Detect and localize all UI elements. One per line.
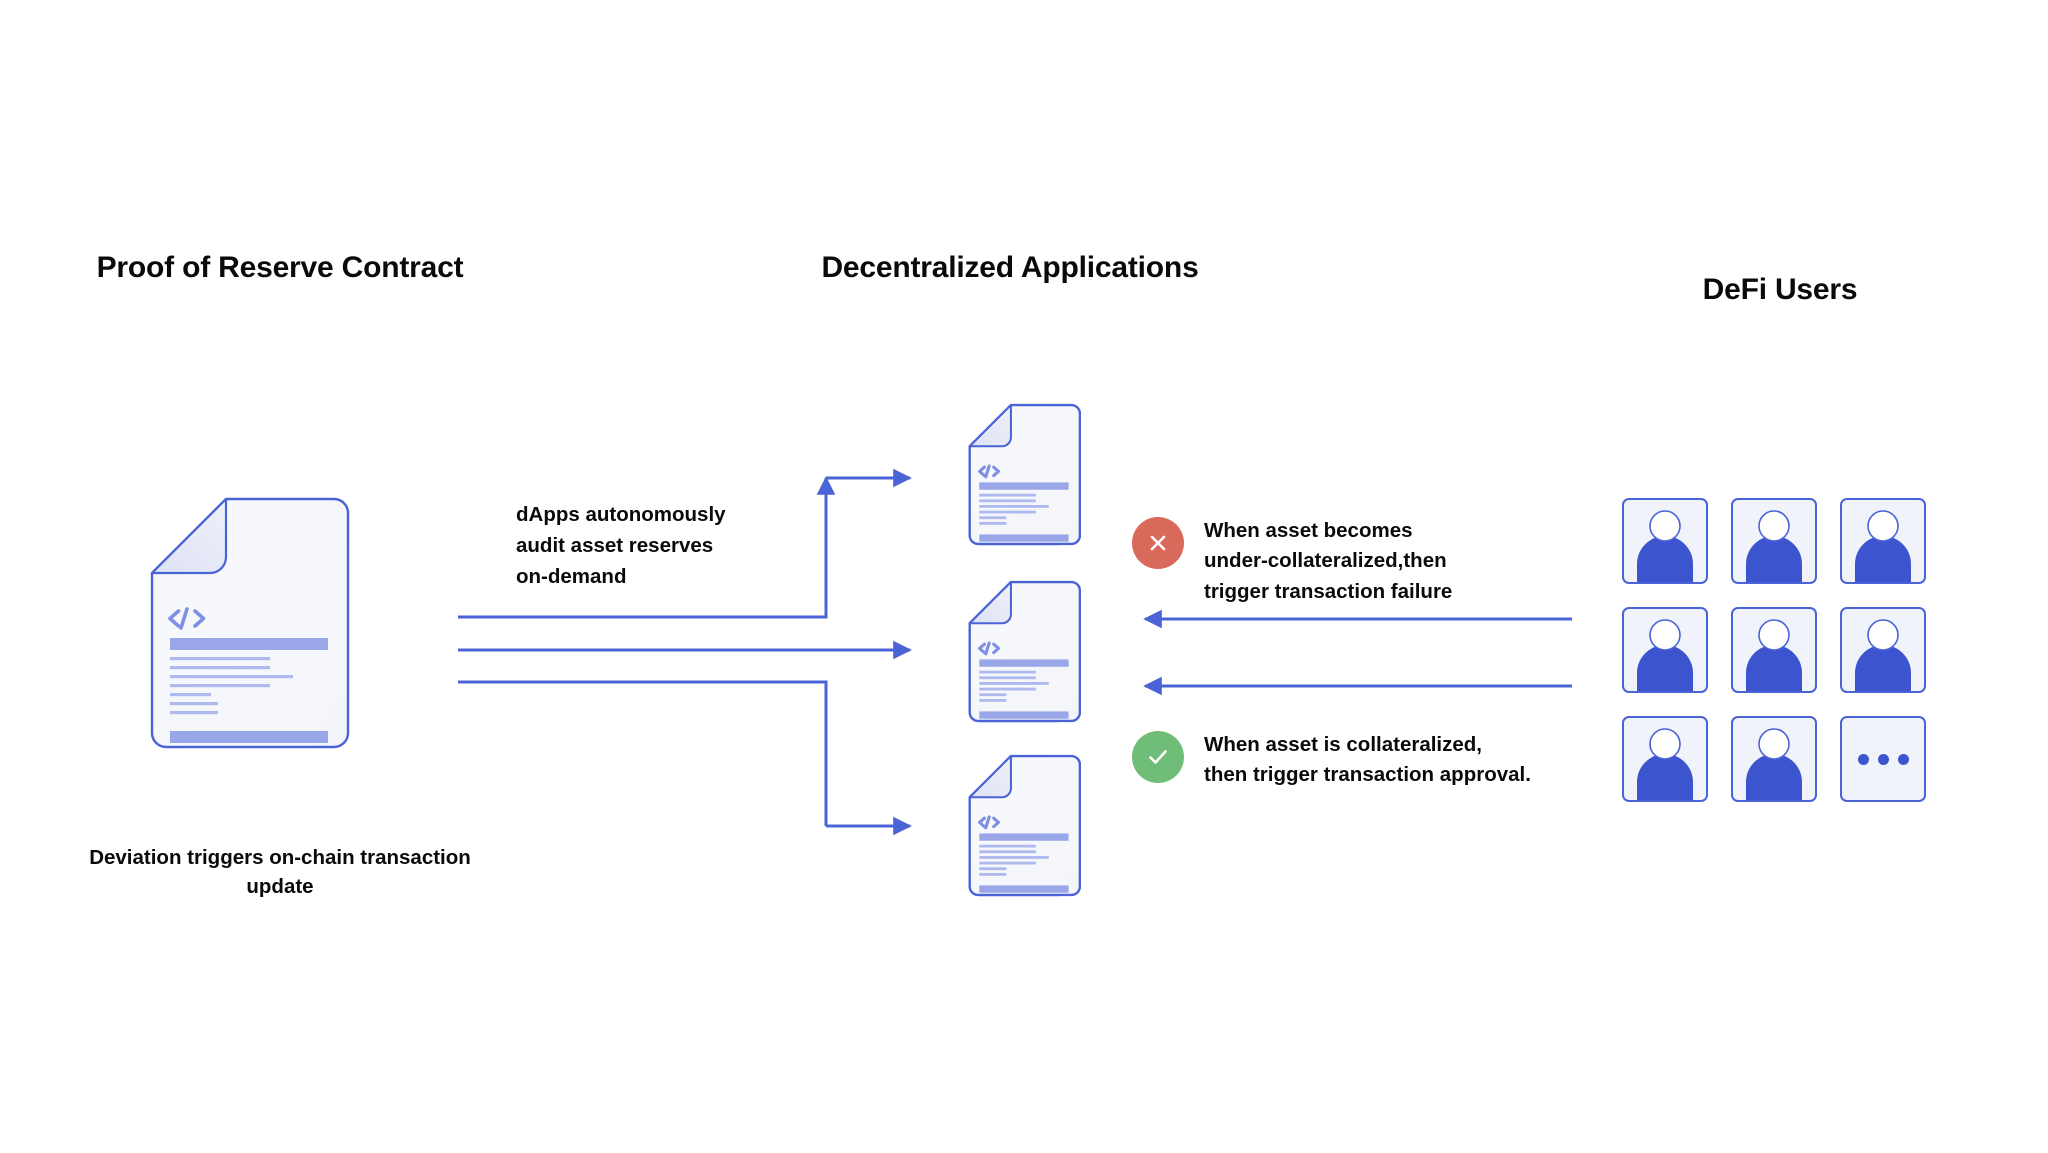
ellipsis-dot	[1897, 753, 1909, 765]
proof-of-reserve-caption: Deviation triggers on-chain transaction …	[89, 846, 471, 899]
page-title-decentralized-applications: Decentralized Applications	[821, 251, 1199, 284]
proof-of-reserve-document-icon	[150, 497, 350, 749]
defi-user-avatar	[1622, 716, 1708, 802]
defi-user-avatar	[1731, 716, 1817, 802]
flow-label-dapps-audit: dApps autonomously audit asset reserves …	[516, 503, 726, 588]
status-text-approval: When asset is collateralized, then trigg…	[1204, 733, 1531, 787]
ellipsis-dot	[1877, 753, 1889, 765]
page-title-defi-users: DeFi Users	[1702, 273, 1858, 306]
defi-user-avatar	[1840, 607, 1926, 693]
status-row-approval: When asset is collateralized, then trigg…	[1132, 728, 1531, 791]
defi-users-more-tile[interactable]	[1840, 716, 1926, 802]
page-title-proof-of-reserve: Proof of Reserve Contract	[96, 251, 464, 284]
defi-user-avatar	[1731, 607, 1817, 693]
defi-user-avatar	[1840, 498, 1926, 584]
dapp-document-icon-1	[968, 403, 1081, 546]
defi-user-avatar	[1622, 607, 1708, 693]
dapp-document-icon-2	[968, 580, 1081, 723]
arrow-por-to-dapp-3	[458, 680, 828, 826]
defi-user-avatar	[1731, 498, 1817, 584]
status-row-failure: When asset becomes under-collateralized,…	[1132, 514, 1452, 607]
status-text-failure: When asset becomes under-collateralized,…	[1204, 519, 1453, 603]
dapp-document-icon-3	[968, 754, 1081, 897]
defi-users-grid	[1622, 498, 1926, 802]
check-circle-icon	[1132, 731, 1184, 783]
defi-user-avatar	[1622, 498, 1708, 584]
x-circle-icon	[1132, 517, 1184, 569]
ellipsis-dot	[1857, 753, 1869, 765]
